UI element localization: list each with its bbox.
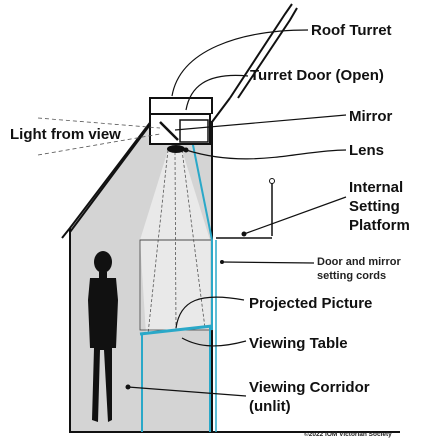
leader-mirror (174, 114, 347, 131)
label-door-cords-1: Door and mirror (317, 256, 401, 268)
roof-turret-spike (229, 3, 293, 99)
beam-edge-left (147, 149, 169, 335)
leader-dot-corridor (125, 384, 131, 390)
label-viewing-corridor: Viewing Corridor (249, 379, 370, 396)
leader-turret-door (185, 74, 249, 111)
label-setting: Setting (349, 198, 400, 215)
turret-inner (179, 119, 209, 143)
leader-dot-lens (183, 147, 189, 153)
label-mirror: Mirror (349, 108, 393, 125)
mirror (159, 121, 179, 141)
leader-lines (127, 29, 347, 397)
label-door-cords-2: setting cords (317, 270, 386, 282)
label-viewing-corridor-unlit: (unlit) (249, 398, 291, 415)
copyright-text: ©2022 IOM Victorian Society (304, 430, 392, 438)
label-roof-turret: Roof Turret (311, 22, 392, 39)
leader-dot-cords (220, 260, 224, 264)
label-turret-door: Turret Door (Open) (250, 67, 384, 84)
label-platform: Platform (349, 217, 410, 234)
label-projected-picture: Projected Picture (249, 295, 372, 312)
projection-beam (140, 150, 210, 334)
platform-rod-top (269, 178, 275, 184)
leader-cords (221, 261, 315, 264)
leader-table (181, 337, 247, 347)
roof-turret-spike2 (237, 7, 298, 99)
leader-lens (185, 149, 347, 160)
label-internal: Internal (349, 179, 403, 196)
leader-dot-platform (241, 231, 247, 237)
leader-roof-turret (171, 29, 309, 97)
leader-corridor (127, 386, 247, 397)
viewing-table-top (139, 324, 213, 336)
leader-projected (175, 296, 245, 329)
roof-right-slope (211, 97, 231, 123)
lens (167, 145, 185, 153)
turret-door-open (149, 97, 213, 114)
cyan-inner-wall (191, 139, 213, 330)
person-silhouette (88, 251, 118, 422)
label-lens: Lens (349, 142, 384, 159)
label-light-from-view: Light from view (10, 126, 121, 143)
leader-platform (243, 196, 347, 235)
label-viewing-table: Viewing Table (249, 335, 348, 352)
